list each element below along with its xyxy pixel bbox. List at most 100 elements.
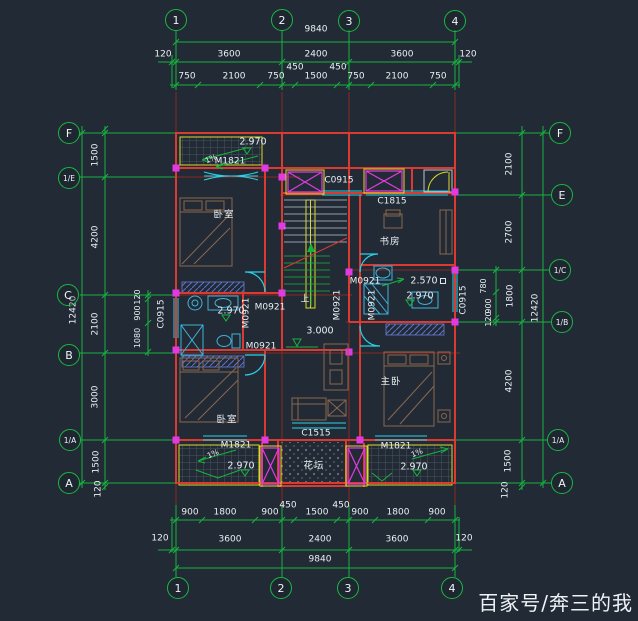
axis-bubble-right-1A: 1/A: [547, 429, 569, 451]
dim-label: 1500: [91, 450, 102, 474]
dim-label: 3600: [218, 534, 242, 545]
watermark: 百家号/奔三的我: [478, 591, 633, 615]
door-tag-m0921: M0921: [254, 302, 286, 313]
room-label-bedroom-tl: 卧室: [213, 209, 235, 221]
level-label: 2.970: [217, 305, 245, 317]
dim-label: 2100: [504, 152, 515, 176]
cabinet-hatch: [385, 323, 445, 336]
window-x-symbols: [261, 170, 403, 485]
level-label: 2.970: [239, 136, 267, 148]
axis-bubble-left-B: B: [58, 344, 80, 366]
dim-label: 900: [351, 507, 369, 518]
dim-label: 2100: [90, 312, 101, 336]
entry-door-box: [423, 169, 453, 193]
cabinet-hatch: [181, 281, 245, 294]
dim-total-height-right: 12420: [530, 293, 541, 323]
dim-label: 780: [479, 278, 488, 294]
dim-label: 1800: [505, 284, 516, 308]
dim-label: 120: [500, 481, 511, 499]
dim-total-width-top: 9840: [304, 24, 328, 35]
dim-label: 1800: [213, 507, 237, 518]
axis-bubble-left-C: C: [57, 284, 79, 306]
door-tag-m0921: M0921: [332, 289, 343, 321]
room-label-bedroom-bl: 卧室: [216, 414, 238, 426]
axis-bubble-right-E: E: [551, 184, 573, 206]
door-tag-m0921: M0921: [245, 341, 277, 352]
dim-label: 120: [93, 480, 104, 498]
axis-bubble-top-2: 2: [271, 9, 293, 31]
dim-label: 4200: [90, 225, 101, 249]
dim-label: 1500: [503, 449, 514, 473]
level-label: 2.970: [227, 460, 255, 472]
axis-bubble-bottom-3: 3: [337, 577, 359, 599]
window-tag-c0915: C0915: [324, 175, 354, 186]
axis-bubble-right-A: A: [551, 472, 573, 494]
door-tag-m1821: M1821: [214, 156, 246, 167]
bed-top-left: [179, 197, 233, 267]
dim-label: 450: [329, 62, 347, 73]
dimension-lines: [78, 30, 551, 577]
dim-label: 1500: [305, 507, 329, 518]
level-label: 2.970: [400, 461, 428, 473]
flower-bed-hatch: [280, 442, 344, 485]
dim-label: 900: [133, 305, 142, 321]
balcony-bottom-left: [178, 444, 260, 486]
axis-bubble-top-3: 3: [338, 10, 360, 32]
dim-label: 2400: [304, 49, 328, 60]
axis-bubble-bottom-1: 1: [167, 577, 189, 599]
dimension-ticks: [78, 38, 547, 572]
bed-bottom-left: [179, 357, 239, 423]
balcony-top-left: [179, 136, 263, 166]
stair-direction-arrow: [307, 243, 315, 252]
axis-bubble-left-F: F: [58, 122, 80, 144]
dim-label: 450: [286, 62, 304, 73]
axis-bubble-left-1A: 1/A: [59, 429, 81, 451]
dim-label: 120: [154, 49, 172, 60]
dim-label: 120: [484, 311, 493, 327]
dim-label: 2700: [504, 220, 515, 244]
stair-up-label: 上: [300, 294, 310, 305]
dim-label: 3600: [385, 534, 409, 545]
bed-master: [383, 351, 451, 427]
room-label-study: 书房: [379, 236, 401, 248]
dim-label: 120: [459, 49, 477, 60]
dim-label: 3600: [390, 49, 414, 60]
axis-bubble-top-1: 1: [165, 9, 187, 31]
dim-label: 900: [261, 507, 279, 518]
door-tag-m1821: M1821: [380, 441, 412, 452]
dim-label: 4200: [504, 369, 515, 393]
axis-bubble-right-F: F: [549, 122, 571, 144]
living-room-furniture: [291, 343, 349, 421]
dim-label: 3600: [217, 49, 241, 60]
axis-bubble-left-1E: 1/E: [58, 167, 80, 189]
dim-label: 120: [133, 289, 142, 305]
axis-bubble-bottom-4: 4: [441, 577, 463, 599]
door-tag-m1821: M1821: [220, 440, 252, 451]
level-and-slope-annotations: [195, 147, 449, 482]
axis-bubble-left-A: A: [58, 472, 80, 494]
axis-bubble-right-1B: 1/B: [551, 311, 573, 333]
windows: [173, 171, 458, 441]
dim-label: 120: [151, 533, 169, 544]
level-label-floor: 3.000: [306, 325, 334, 337]
dim-label: 450: [279, 500, 297, 511]
level-label-bath: 2.570: [410, 275, 438, 287]
door-tag-m0921: M0921: [367, 289, 378, 321]
dim-label: 2400: [308, 534, 332, 545]
dim-label: 750: [178, 71, 196, 82]
room-label-flower-bed: 花坛: [303, 460, 325, 472]
dim-label: 750: [347, 71, 365, 82]
dim-label: 120: [455, 533, 473, 544]
dim-label: 750: [267, 71, 285, 82]
axis-bubble-bottom-2: 2: [270, 577, 292, 599]
study-desk-chair: [383, 209, 453, 255]
staircase: [283, 199, 348, 306]
level-label: 2.970: [406, 290, 434, 302]
dim-label: 1080: [133, 327, 142, 349]
window-tag-c0915: C0915: [458, 285, 469, 315]
dim-label: 450: [332, 500, 350, 511]
dim-label: 1500: [304, 71, 328, 82]
dim-label: 750: [429, 71, 447, 82]
